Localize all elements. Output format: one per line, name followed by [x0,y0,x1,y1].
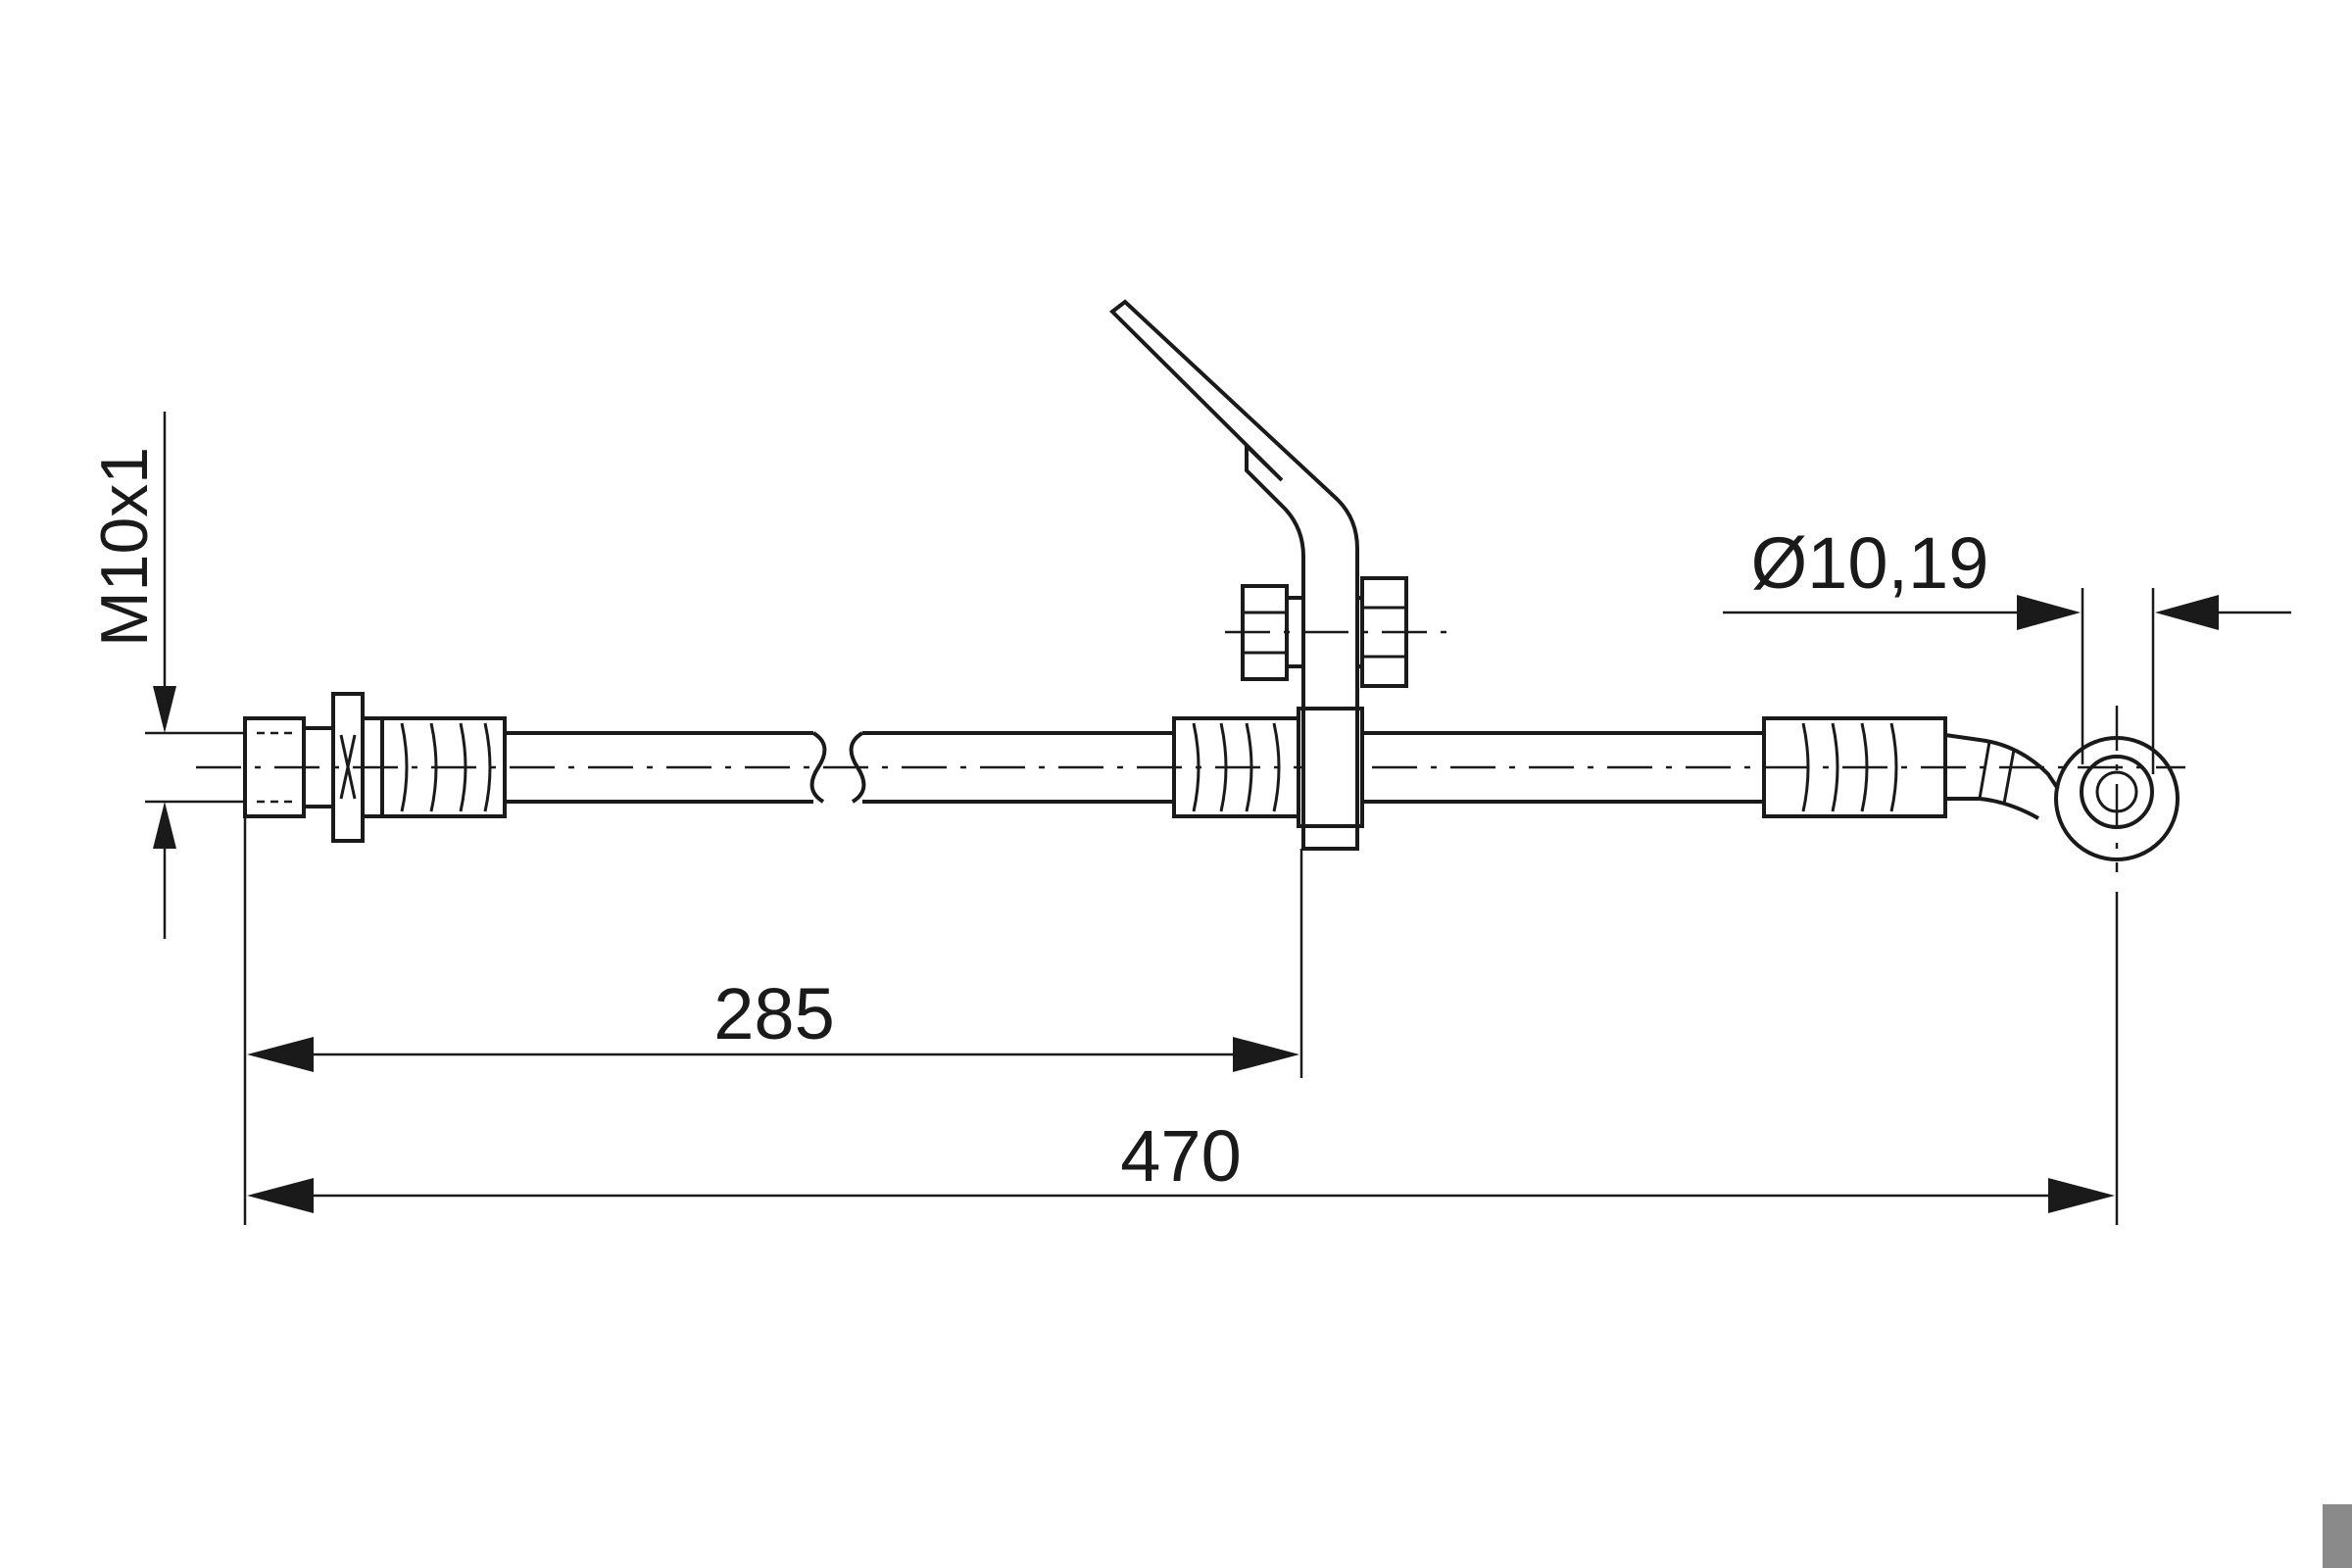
eye-diameter-label: Ø10,19 [1751,522,1989,604]
right-banjo-fitting [1762,706,2180,872]
left-threaded-fitting [243,692,507,843]
thread-dimension: M10x1 [87,412,245,939]
corner-mark [2323,1504,2352,1568]
bracket-length-dimension: 285 [243,816,1303,1225]
hose-segment-right [1362,731,1764,804]
bracket-length-label: 285 [713,973,834,1054]
overall-length-label: 470 [1120,1115,1241,1197]
overall-length-dimension: 470 [247,892,2119,1225]
eye-diameter-dimension: Ø10,19 [1723,522,2291,774]
thread-dimension-label: M10x1 [87,447,162,647]
mounting-bracket [1108,299,1455,851]
hose-segment-left [505,731,1174,804]
